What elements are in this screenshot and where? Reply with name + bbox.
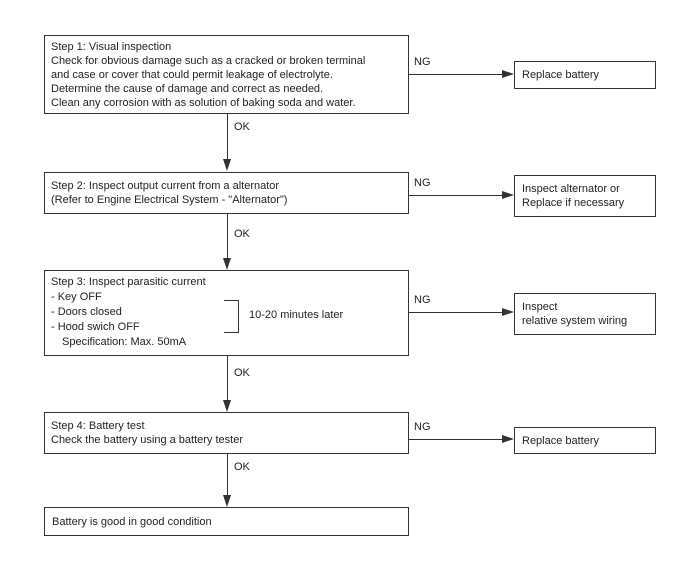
ok-connector-1-line <box>227 114 228 160</box>
ok-label-3: OK <box>234 367 250 379</box>
ng-label-4: NG <box>414 421 431 433</box>
ng-label-2: NG <box>414 177 431 189</box>
ng-label-3: NG <box>414 294 431 306</box>
ng-label-1: NG <box>414 56 431 68</box>
ng-connector-2-arrowhead-icon <box>502 191 514 199</box>
ok-connector-4-arrowhead-icon <box>223 495 231 507</box>
step-2-box: Step 2: Inspect output current from a al… <box>44 172 409 214</box>
step-2-title: Step 2: Inspect output current from a al… <box>51 180 280 192</box>
step-1-box: Step 1: Visual inspection Check for obvi… <box>44 35 409 114</box>
ok-connector-2-arrowhead-icon <box>223 258 231 270</box>
step-3-condition: - Hood swich OFF <box>51 321 140 333</box>
ng-connector-3-arrowhead-icon <box>502 308 514 316</box>
ok-connector-2-line <box>227 214 228 259</box>
step-3-box: Step 3: Inspect parasitic current - Key … <box>44 270 409 356</box>
ok-connector-3-arrowhead-icon <box>223 400 231 412</box>
step-1-text-line: and case or cover that could permit leak… <box>51 69 333 81</box>
ok-connector-4-line <box>227 454 228 496</box>
final-result-box: Battery is good in good condition <box>44 507 409 536</box>
ng-connector-2-line <box>409 195 503 196</box>
step-1-title: Step 1: Visual inspection <box>51 41 172 53</box>
ok-connector-1-arrowhead-icon <box>223 159 231 171</box>
ng-result-2-text: Inspect alternator or <box>522 183 620 195</box>
final-result-text: Battery is good in good condition <box>52 515 212 528</box>
ng-result-1-text: Replace battery <box>522 69 600 81</box>
step-3-specification: Specification: Max. 50mA <box>62 336 187 348</box>
step-4-text-line: Check the battery using a battery tester <box>51 434 243 446</box>
ng-connector-4-arrowhead-icon <box>502 435 514 443</box>
step-3-condition: - Doors closed <box>51 306 122 318</box>
ng-connector-3-line <box>409 312 503 313</box>
step-4-title: Step 4: Battery test <box>51 420 145 432</box>
ok-connector-3-line <box>227 356 228 401</box>
ng-result-4-box: Replace battery <box>514 427 656 454</box>
ng-result-1-box: Replace battery <box>514 61 656 89</box>
step-1-text-line: Determine the cause of damage and correc… <box>51 83 324 95</box>
ok-label-4: OK <box>234 461 250 473</box>
wait-bracket-vertical <box>238 300 239 333</box>
ng-result-4-text: Replace battery <box>522 434 600 447</box>
step-3-condition: - Key OFF <box>51 291 102 303</box>
wait-note: 10-20 minutes later <box>249 309 344 321</box>
step-2-text-line: (Refer to Engine Electrical System - "Al… <box>51 194 288 206</box>
ng-result-2-text: Replace if necessary <box>522 197 625 209</box>
step-1-text-line: Check for obvious damage such as a crack… <box>51 55 366 67</box>
ng-result-2-box: Inspect alternator or Replace if necessa… <box>514 175 656 217</box>
step-4-box: Step 4: Battery test Check the battery u… <box>44 412 409 454</box>
wait-bracket-bottom-tick <box>224 332 239 333</box>
step-1-text-line: Clean any corrosion with as solution of … <box>51 97 356 109</box>
wait-bracket-top-tick <box>224 300 239 301</box>
ng-result-3-box: Inspect relative system wiring <box>514 293 656 335</box>
ng-connector-1-arrowhead-icon <box>502 70 514 78</box>
ok-label-1: OK <box>234 121 250 133</box>
ok-label-2: OK <box>234 228 250 240</box>
ng-connector-4-line <box>409 439 503 440</box>
ng-result-3-text: relative system wiring <box>522 315 628 327</box>
ng-connector-1-line <box>409 74 503 75</box>
ng-result-3-text: Inspect <box>522 301 558 313</box>
step-3-title: Step 3: Inspect parasitic current <box>51 276 206 288</box>
